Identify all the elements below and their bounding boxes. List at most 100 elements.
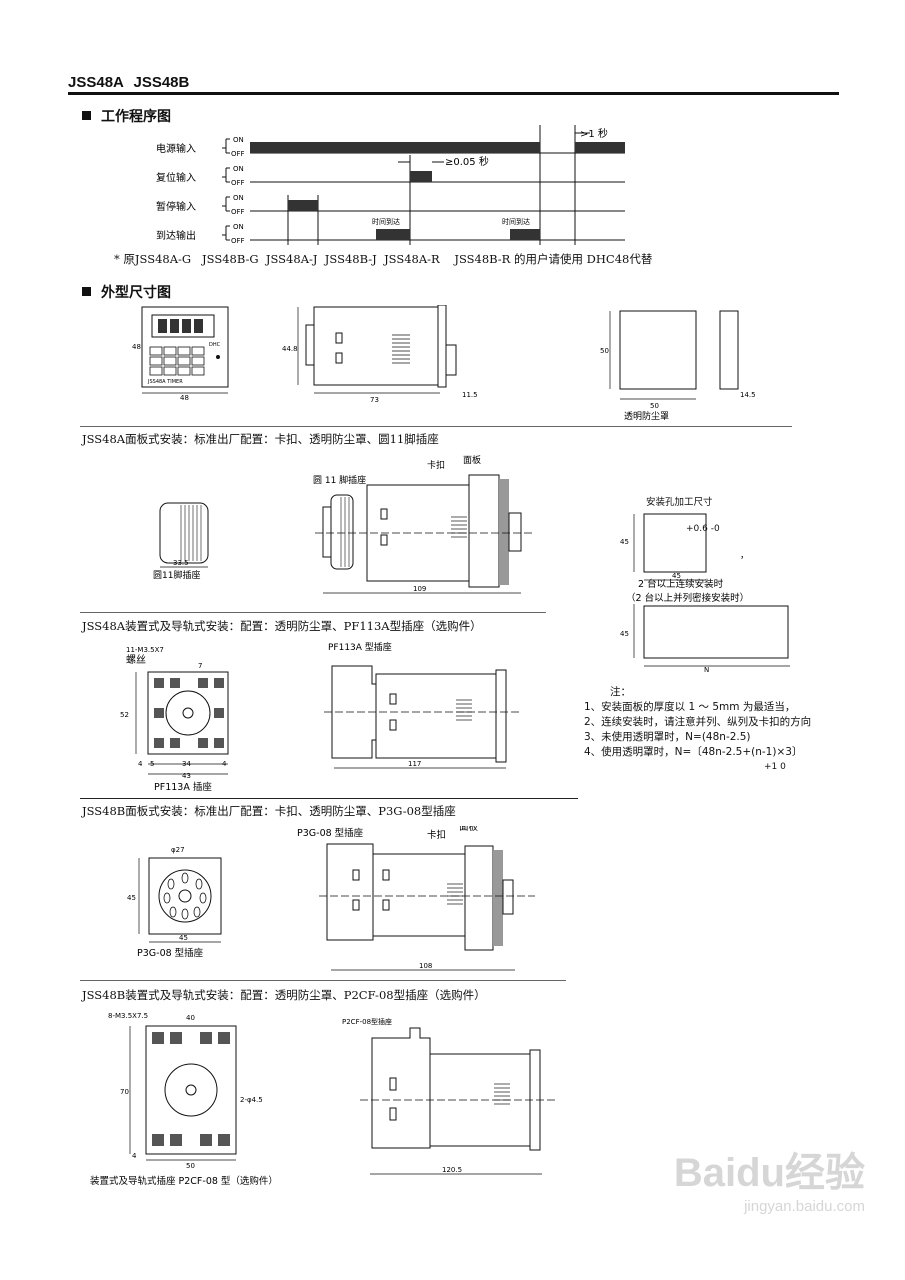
svg-text:OFF: OFF (231, 237, 245, 245)
pause-pulse (288, 200, 318, 211)
on-off-labels: ON OFF ON OFF ON OFF ON OFF (231, 136, 245, 245)
front-label: JSS48A TIMER (147, 379, 183, 385)
rail-b-drawing: 8-M3.5X7.5 40 70 2-φ4.5 4 50 装置式及导轨式插座 P… (90, 1012, 556, 1187)
cutout-multi-1: 2 台以上连续安装时 (638, 578, 724, 590)
divider (80, 612, 546, 613)
cutout-comma: ， (740, 551, 749, 561)
cutout-tol: +0.6 -0 (686, 524, 720, 534)
svg-text:ON: ON (233, 194, 244, 202)
timing-label-power: 电源输入 (156, 142, 196, 155)
baidu-watermark: Baidu经验 jingyan.baidu.com (674, 1140, 865, 1215)
cutout-drawing: 45 45 ， 2 台以上连续安装时 （2 台以上并列密接安装时） 45 N (620, 513, 790, 674)
side-length: 73 (370, 396, 379, 404)
side-pin: 11.5 (462, 391, 478, 399)
svg-text:OFF: OFF (231, 150, 245, 158)
svg-text:ON: ON (233, 136, 244, 144)
time-reached-label-1: 时间到达 (372, 217, 400, 226)
divider (80, 980, 566, 981)
rail-b-dim-40: 40 (186, 1014, 195, 1022)
front-brand: DHC (209, 342, 221, 348)
timing-label-pause: 暂停输入 (156, 200, 196, 213)
clip-b-label: 卡扣 (427, 829, 446, 841)
panel-b-length: 108 (419, 962, 432, 970)
rail-a-dim-34: 34 (182, 760, 191, 768)
clip-a-label: 卡扣 (427, 459, 445, 471)
note-tol: +1 0 (764, 762, 786, 772)
model-b: JSS48B (133, 74, 190, 91)
svg-text:ON: ON (233, 223, 244, 231)
timing-footnote: * 原JSS48A-G JSS48B-G JSS48A-J JSS48B-J J… (114, 252, 653, 266)
cover-depth: 14.5 (740, 391, 756, 399)
rail-a-dim-4b: 4 (222, 760, 227, 768)
rail-b-terminals (152, 1032, 230, 1146)
output-pulse-2 (510, 229, 540, 240)
divider (80, 798, 578, 799)
timing-label-reset: 复位输入 (156, 171, 196, 184)
rail-b-hole: 2-φ4.5 (240, 1096, 263, 1104)
panel-a-title: JSS48A面板式安装：标准出厂配置：卡扣、透明防尘罩、圆11脚插座 (82, 432, 439, 446)
socket-a-label: 圆 11 脚插座 (313, 474, 366, 486)
dimensions-section-title: 外型尺寸图 (82, 282, 171, 302)
svg-text:ON: ON (233, 165, 244, 173)
cover-width: 50 (650, 402, 659, 410)
watermark-url: jingyan.baidu.com (744, 1198, 865, 1215)
front-view-drawing: DHC JSS48A TIMER 48 48 (132, 306, 229, 400)
cutout-n: N (704, 666, 709, 674)
panel-a-drawing: 33.5 圆11脚插座 109 圆 11 脚插座 卡扣 面板 (153, 455, 535, 594)
page-header: JSS48A JSS48B (68, 74, 189, 91)
panel-a-length: 109 (413, 585, 426, 593)
timing-diagram: 电源输入 复位输入 暂停输入 到达输出 ON OFF ON OFF ON OFF ON… (156, 125, 625, 245)
rail-a-dim-43: 43 (182, 772, 191, 780)
panel-a-label: 面板 (463, 455, 481, 466)
reset-pulse (410, 171, 432, 182)
note-2: 2、连续安装时，请注意并列、纵列及卡扣的方向 (584, 716, 812, 728)
gt-1s-label: >1 秒 (580, 127, 608, 140)
rail-a-title: JSS48A装置式及导轨式安装：配置：透明防尘罩、PF113A型插座（选购件） (82, 619, 482, 633)
rail-a-length: 117 (408, 760, 421, 768)
rail-b-title: JSS48B装置式及导轨式安装：配置：透明防尘罩、P2CF-08型插座（选购件） (82, 988, 486, 1002)
front-width: 48 (180, 394, 189, 400)
rail-a-drawing: 11-M3.5X7 螺丝 7 52 4 5 34 4 43 PF113A 插座 … (120, 641, 520, 793)
rail-a-dim-7: 7 (198, 662, 202, 670)
svg-text:OFF: OFF (231, 208, 245, 216)
ge-005s-label: ≥0.05 秒 (445, 155, 489, 168)
time-reached-label-2: 时间到达 (502, 217, 530, 226)
cover-drawing: 50 50 14.5 透明防尘罩 (600, 310, 756, 420)
svg-text:OFF: OFF (231, 179, 245, 187)
square-bullet-icon (82, 287, 91, 296)
rail-a-socket-label: PF113A 型插座 (328, 641, 392, 653)
header-rule (68, 92, 839, 95)
timing-label-output: 到达输出 (156, 229, 196, 242)
panel-b-label: 面板 (459, 826, 479, 833)
rail-b-dim-70: 70 (120, 1088, 129, 1096)
rail-a-screw-spec: 11-M3.5X7 (126, 646, 164, 654)
side-view-drawing: 73 44.8 11.5 (282, 305, 478, 404)
rail-a-dim-4a: 4 (138, 760, 143, 768)
note-4: 4、使用透明罩时，N=〔48n-2.5+(n-1)×3〕 (584, 746, 803, 758)
socket-b-label: P3G-08 型插座 (297, 827, 364, 839)
rail-b-screw-spec: 8-M3.5X7.5 (108, 1012, 148, 1020)
rail-b-dim-4: 4 (132, 1152, 137, 1160)
cover-height: 50 (600, 347, 609, 355)
model-a: JSS48A (68, 74, 124, 91)
socket-a-dim: 33.5 (173, 559, 189, 567)
digit-display (158, 319, 203, 333)
note-1: 1、安装面板的厚度以 1 ～ 5mm 为最适当， (584, 701, 796, 713)
socket-b-caption: P3G-08 型插座 (137, 947, 204, 959)
notes-head: 注： (610, 686, 631, 698)
rail-b-dim-50: 50 (186, 1162, 195, 1170)
rail-b-socket-label: P2CF-08型插座 (342, 1017, 392, 1026)
panel-b-dim-45b: 45 (179, 934, 188, 942)
rail-a-screw: 螺丝 (126, 654, 146, 666)
panel-b-drawing: φ27 45 45 P3G-08 型插座 P3G-08 型插座 108 卡扣 面… (127, 826, 535, 971)
panel-b-dim-45: 45 (127, 894, 136, 902)
rail-a-dim-52: 52 (120, 711, 129, 719)
rail-a-terminals (154, 678, 224, 748)
front-height: 48 (132, 343, 141, 351)
cutout-h: 45 (620, 538, 629, 546)
power-on-pulse-2 (575, 142, 625, 153)
power-on-pulse (250, 142, 540, 153)
cutout-multi-2: （2 台以上并列密接安装时） (626, 592, 749, 604)
cover-caption: 透明防尘罩 (624, 410, 669, 420)
cutout-w: 45 (672, 572, 681, 580)
